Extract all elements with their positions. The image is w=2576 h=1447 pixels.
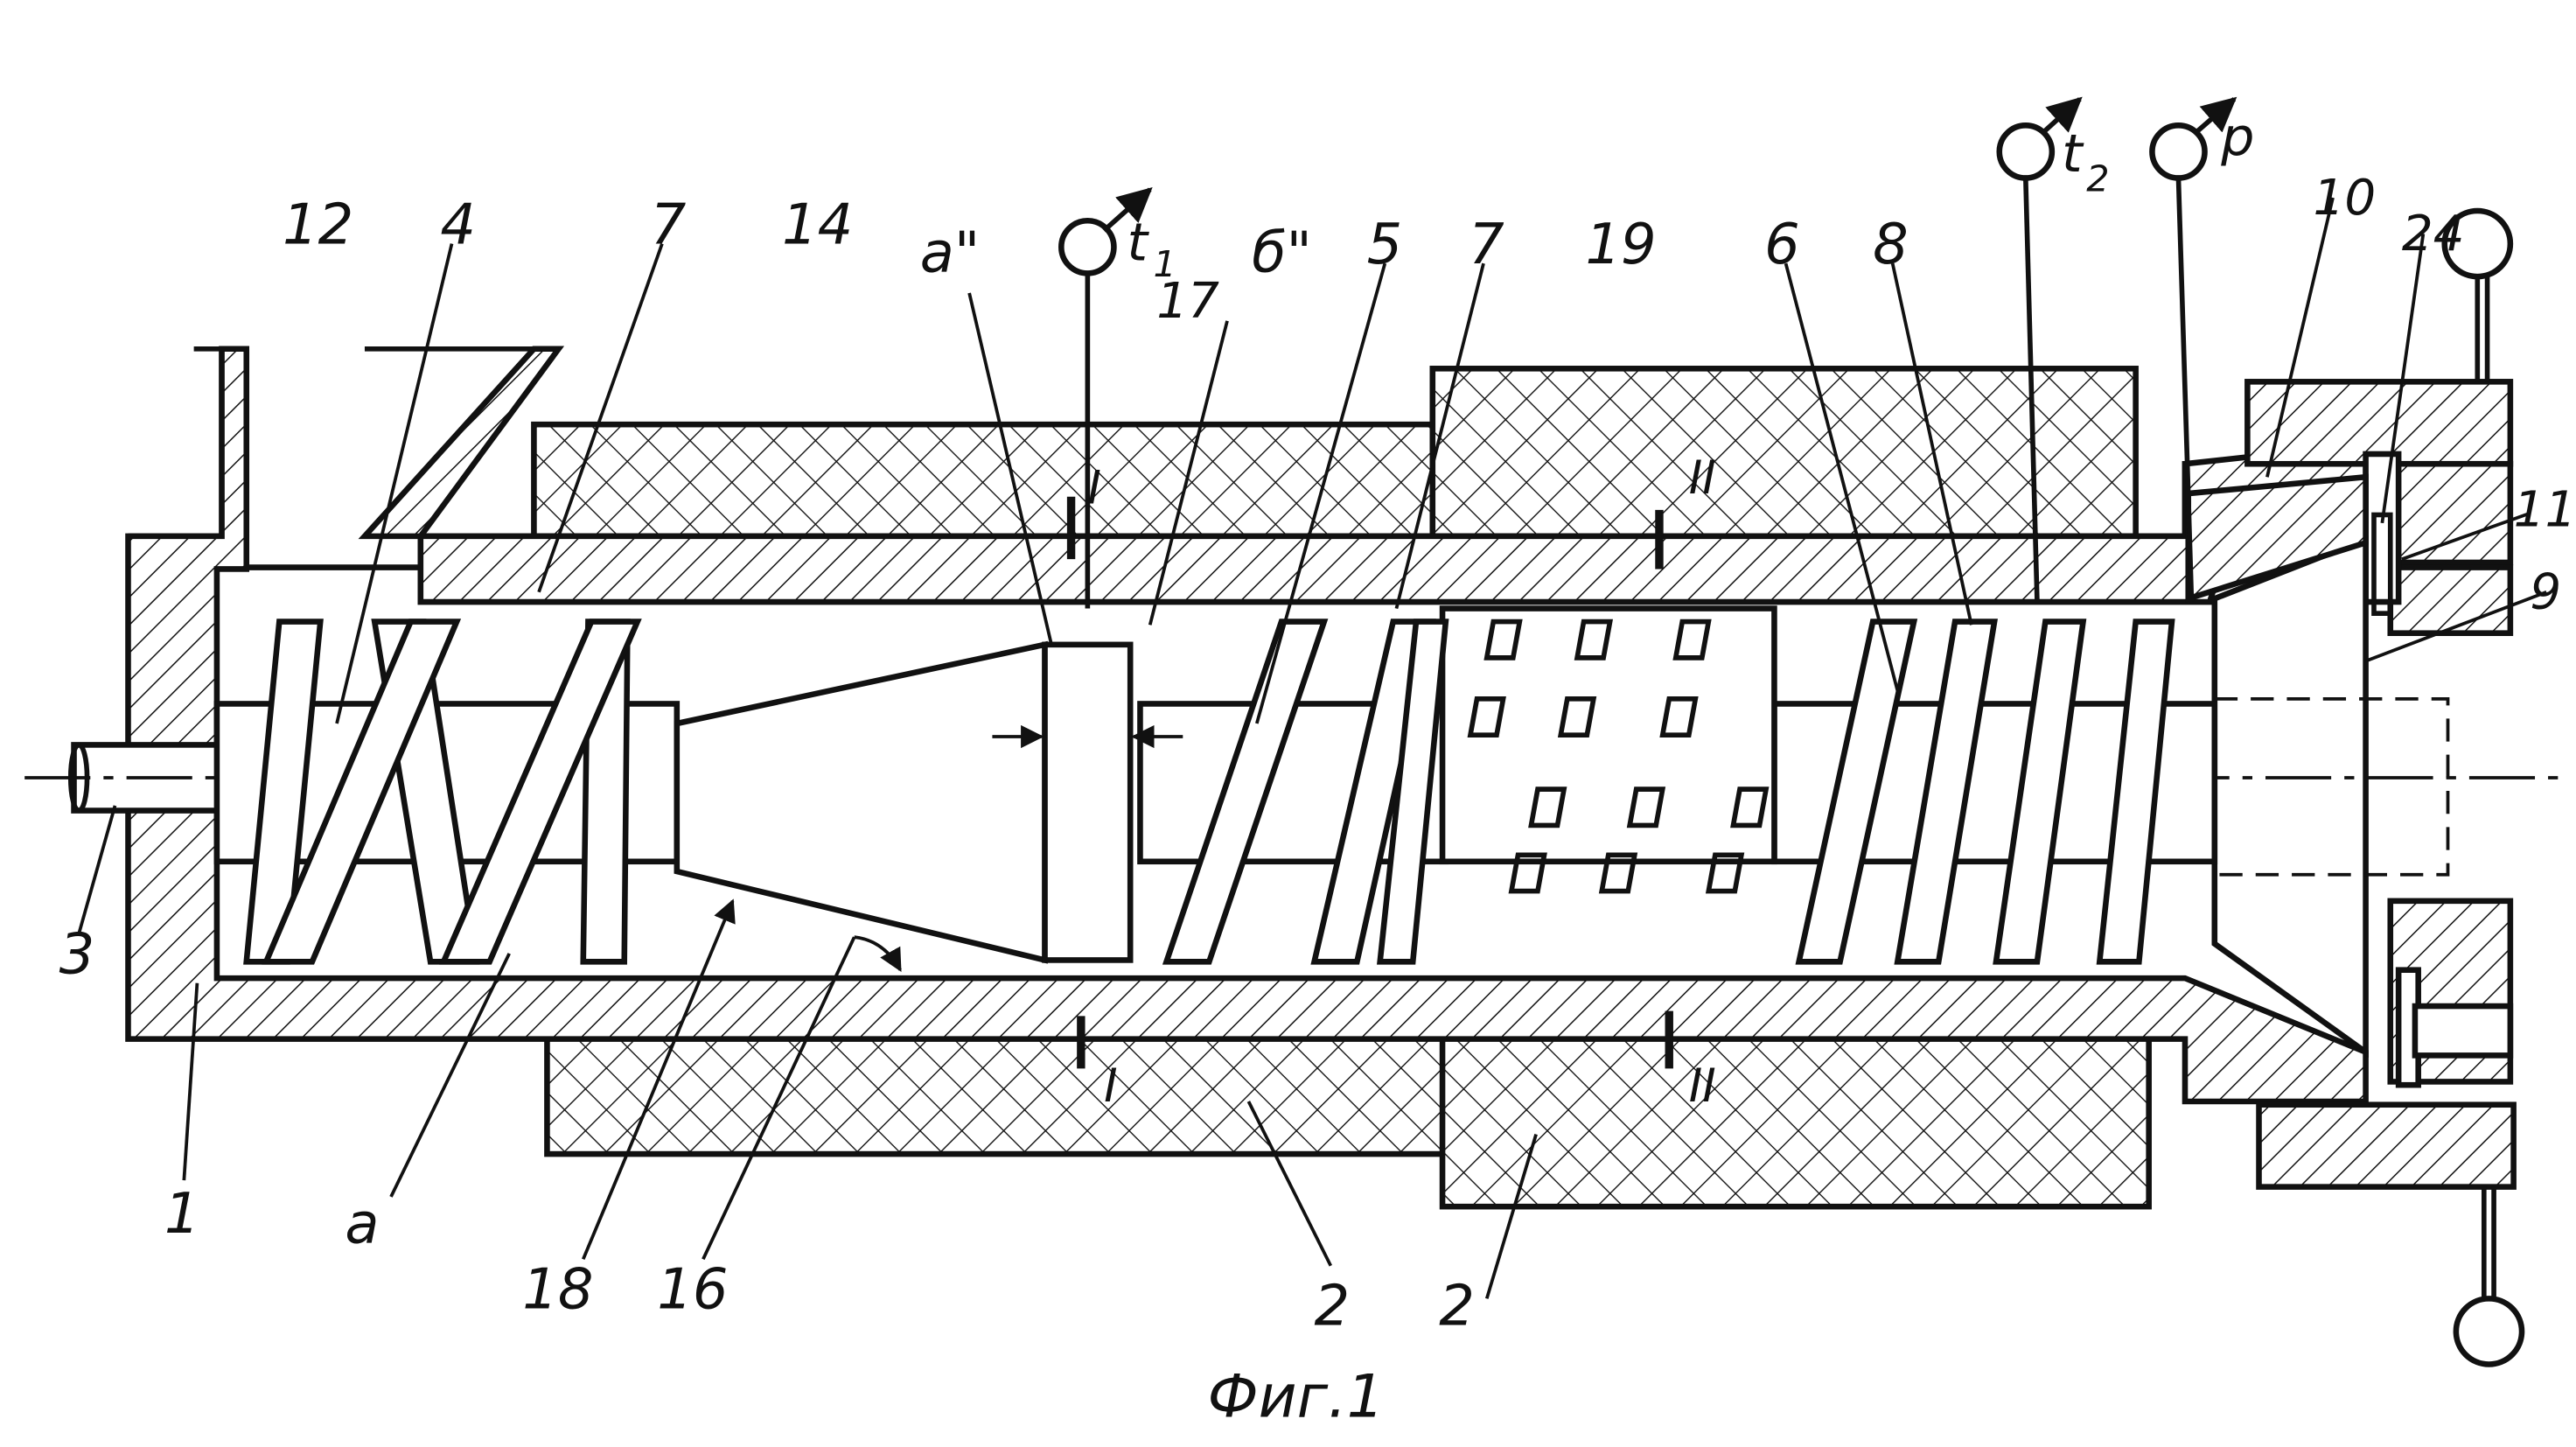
gauge-labels: t 1 t 2 p [1127,107,2254,285]
label-6: 6 [1764,213,1800,277]
mixing-stud [1528,786,1567,828]
label-11: 11 [2514,482,2576,539]
gauge-t1-label: t [1127,212,1149,273]
mixing-stud [1626,786,1666,828]
screw-flight [439,619,642,965]
label-18: 18 [522,1258,593,1323]
gauge-t1-subscript: 1 [1153,243,1176,285]
label-2-left: 2 [1315,1274,1351,1339]
label-16: 16 [657,1258,728,1323]
screw-flight [262,619,462,965]
label-8: 8 [1873,213,1909,277]
screw-flight [1894,619,1998,965]
mixing-stud [1467,696,1506,737]
heater-zone-2-bottom [1439,1032,2152,1210]
screw-flight [1795,619,1918,965]
heater-zone-1-top [531,421,1441,540]
gauge-p [2149,96,2237,603]
label-7-left: 7 [651,193,687,258]
gauge-t2-label: t [2062,123,2084,185]
label-17: 17 [1156,273,1219,330]
label-14: 14 [782,193,853,258]
label-zone-1-top: I [1087,461,1101,514]
conical-section [674,640,1183,964]
mixing-stud [1574,619,1614,661]
label-a-double-prime: a" [920,220,981,285]
leader-lines [77,197,2547,1299]
mixing-stud [1557,696,1597,737]
mixing-stud [1705,852,1745,894]
mixing-stud [1508,852,1547,894]
mixing-stud [1730,786,1770,828]
label-24: 24 [2402,206,2465,262]
mixing-stud [1598,852,1638,894]
zone-marks [1066,496,1673,1069]
part-labels: 12 4 7 14 a" 17 б" 5 7 19 6 8 10 24 11 9… [59,170,2576,1339]
die-head [2185,207,2525,1367]
figure-caption: Фиг.1 [1207,1362,1384,1431]
screw-flight [1993,619,2087,965]
label-10: 10 [2313,170,2376,227]
label-1: 1 [164,1182,200,1247]
label-b-double-prime: б" [1252,220,1312,285]
screw-flight [1377,619,1449,965]
gauge-t2-subscript: 2 [2086,157,2109,199]
label-3: 3 [59,922,95,987]
label-zone-2-top: II [1689,451,1716,505]
label-zone-2-bottom: II [1689,1059,1716,1113]
heater-zone-2-top [1429,366,2139,540]
gauge-p-label: p [2220,107,2254,168]
screw-flights [243,619,2175,965]
mixing-studs [1467,619,1770,894]
screw-flight [2096,619,2175,965]
mixing-stud [1483,619,1523,661]
mixing-stud [1659,696,1699,737]
heater-zone-1-bottom [544,1032,1450,1157]
gauge-t1 [1058,186,1153,609]
label-12: 12 [283,193,353,258]
label-zone-1-bottom: I [1104,1059,1118,1113]
label-9: 9 [2530,564,2561,621]
label-2-right: 2 [1439,1274,1475,1339]
mixing-stud [1672,619,1712,661]
screw-flight [1162,619,1329,965]
label-a: a [345,1192,379,1257]
label-19: 19 [1585,213,1656,277]
gauge-t2 [1996,96,2083,603]
label-4: 4 [440,193,476,258]
label-5: 5 [1367,213,1403,277]
label-7-right: 7 [1469,213,1504,277]
